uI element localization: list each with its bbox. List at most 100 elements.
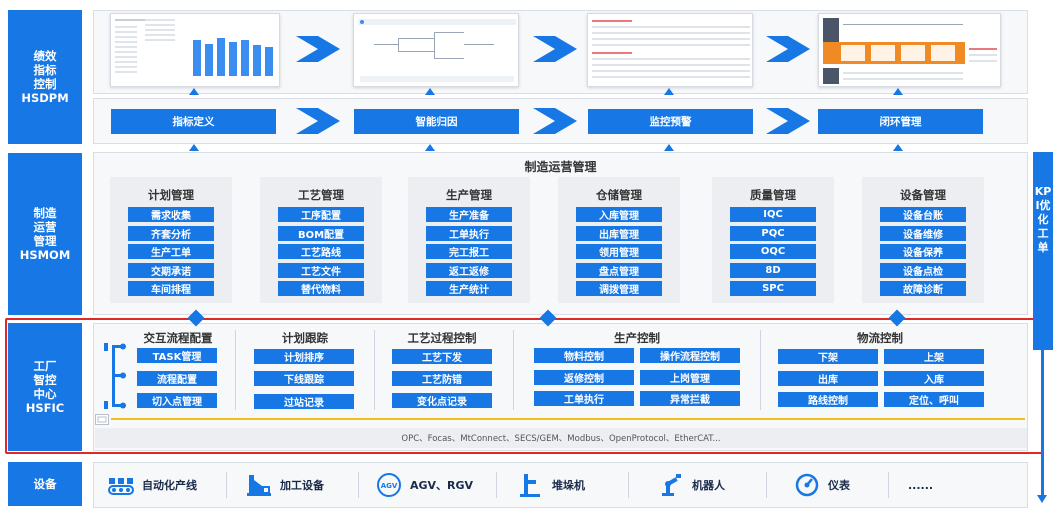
mom-module-item[interactable]: 工艺路线: [278, 244, 364, 259]
mom-module-item[interactable]: 领用管理: [576, 244, 662, 259]
divider: [628, 472, 629, 498]
fic-locate-call[interactable]: 定位、呼叫: [884, 392, 984, 407]
stacker-icon: [520, 474, 540, 497]
agv-icon: AGV: [377, 473, 401, 497]
fic-task-management[interactable]: TASK管理: [137, 348, 217, 363]
device-label: 自动化产线: [142, 479, 197, 492]
device-label: ......: [908, 478, 934, 492]
step-indicator-definition[interactable]: 指标定义: [111, 109, 276, 134]
mom-module-title: 工艺管理: [298, 188, 344, 202]
mom-module-card: 计划管理需求收集齐套分析生产工单交期承诺车间排程: [110, 177, 232, 303]
mom-module-item[interactable]: 入库管理: [576, 207, 662, 222]
divider: [358, 472, 359, 498]
mom-module-item[interactable]: 盘点管理: [576, 262, 662, 278]
fic-work-order-execution[interactable]: 工单执行: [534, 391, 634, 406]
device-robot[interactable]: 机器人: [658, 470, 725, 500]
fic-exception-interception[interactable]: 异常拦截: [640, 391, 740, 406]
protocol-bar: OPC、Focas、MtConnect、SECS/GEM、Modbus、Open…: [95, 428, 1027, 448]
mom-module-item[interactable]: 生产工单: [128, 244, 214, 259]
step-monitoring-alert[interactable]: 监控预警: [588, 109, 753, 134]
thumbnail-closed-loop: [818, 13, 1001, 87]
mom-module-item[interactable]: IQC: [730, 207, 816, 222]
device-label: 堆垛机: [552, 479, 585, 492]
mom-module-title: 生产管理: [446, 188, 492, 202]
mom-module-item[interactable]: 完工报工: [426, 244, 512, 259]
device-label: AGV、RGV: [410, 479, 474, 492]
fic-inbound[interactable]: 入库: [884, 371, 984, 386]
mom-module-item[interactable]: 设备台账: [880, 207, 966, 222]
up-arrow-icon: [664, 144, 674, 151]
mom-module-item[interactable]: 调拨管理: [576, 281, 662, 296]
mom-module-item[interactable]: 交期承诺: [128, 262, 214, 278]
device-instrument[interactable]: 仪表: [794, 470, 850, 500]
up-arrow-icon: [893, 144, 903, 151]
kpi-label: KPI优化工单: [1034, 185, 1052, 254]
mom-module-title: 质量管理: [750, 188, 796, 202]
device-more[interactable]: ......: [908, 470, 933, 500]
machining-icon: [247, 475, 271, 496]
mom-module-item[interactable]: 生产准备: [426, 207, 512, 222]
fic-unshelve[interactable]: 下架: [778, 349, 878, 364]
mom-module-item[interactable]: 生产统计: [426, 281, 512, 296]
fic-operation-flow-control[interactable]: 操作流程控制: [640, 348, 740, 363]
fic-tracking-title: 计划跟踪: [282, 331, 328, 345]
chevron-arrow-icon: [533, 36, 577, 62]
divider: [888, 472, 889, 498]
fic-plan-sequence[interactable]: 计划排序: [254, 349, 354, 364]
devices-panel: [93, 462, 1028, 508]
mom-module-item[interactable]: 设备点检: [880, 262, 966, 278]
fic-station-record[interactable]: 过站记录: [254, 394, 354, 409]
mom-module-item[interactable]: 出库管理: [576, 225, 662, 241]
fic-entry-point-management[interactable]: 切入点管理: [137, 393, 217, 408]
mom-module-item[interactable]: 替代物料: [278, 281, 364, 296]
fic-interaction-title: 交互流程配置: [143, 331, 213, 345]
down-arrow-icon: [1037, 495, 1047, 503]
mom-module-item[interactable]: 返工返修: [426, 262, 512, 278]
mom-module-item[interactable]: PQC: [730, 225, 816, 241]
layer-label-hsdpm: 绩效 指标 控制 HSDPM: [8, 10, 82, 144]
device-agv[interactable]: AGV AGV、RGV: [376, 470, 473, 500]
fic-process-title: 工艺过程控制: [407, 331, 477, 345]
divider: [235, 330, 236, 410]
mom-module-item[interactable]: 故障诊断: [880, 281, 966, 296]
fic-process-dispatch[interactable]: 工艺下发: [392, 349, 492, 364]
fic-rework-control[interactable]: 返修控制: [534, 370, 634, 385]
divider: [226, 472, 227, 498]
chevron-arrow-icon: [766, 108, 810, 134]
fic-route-control[interactable]: 路线控制: [778, 392, 878, 407]
step-closed-loop[interactable]: 闭环管理: [818, 109, 983, 134]
mom-module-item[interactable]: 工单执行: [426, 225, 512, 241]
svg-text:AGV: AGV: [381, 482, 398, 490]
device-machining[interactable]: 加工设备: [246, 470, 324, 500]
thumbnail-smart-attribution: [353, 13, 519, 87]
mom-title: 制造运营管理: [524, 160, 597, 174]
mom-module-item[interactable]: 需求收集: [128, 207, 214, 222]
gauge-icon: [795, 473, 819, 497]
mom-module-item[interactable]: 设备维修: [880, 225, 966, 241]
device-production-line[interactable]: 自动化产线: [108, 470, 197, 500]
fic-offline-tracking[interactable]: 下线跟踪: [254, 371, 354, 386]
mom-module-item[interactable]: 齐套分析: [128, 225, 214, 241]
fic-process-error-proof[interactable]: 工艺防错: [392, 371, 492, 386]
fic-shelve[interactable]: 上架: [884, 349, 984, 364]
mom-module-item[interactable]: 车间排程: [128, 281, 214, 296]
fic-outbound[interactable]: 出库: [778, 371, 878, 386]
device-label: 机器人: [692, 479, 725, 492]
step-smart-attribution[interactable]: 智能归因: [354, 109, 519, 134]
fic-material-control[interactable]: 物料控制: [534, 348, 634, 363]
mom-module-item[interactable]: 工艺文件: [278, 262, 364, 278]
mom-module-card: 工艺管理工序配置 BOM配置工艺路线工艺文件替代物料: [260, 177, 382, 303]
fic-onboard-management[interactable]: 上岗管理: [640, 370, 740, 385]
device-stacker[interactable]: 堆垛机: [518, 470, 585, 500]
mom-module-item[interactable]: 8D: [730, 262, 816, 278]
flow-tree-icon: [104, 343, 126, 409]
fic-flow-config[interactable]: 流程配置: [137, 371, 217, 386]
robot-arm-icon: [662, 474, 681, 496]
mom-module-item[interactable]: BOM配置: [278, 225, 364, 241]
mom-module-item[interactable]: OQC: [730, 244, 816, 259]
mom-module-item[interactable]: 设备保养: [880, 244, 966, 259]
mom-module-card: 生产管理生产准备工单执行完工报工返工返修生产统计: [408, 177, 530, 303]
mom-module-item[interactable]: SPC: [730, 281, 816, 296]
fic-change-point-record[interactable]: 变化点记录: [392, 393, 492, 408]
mom-module-item[interactable]: 工序配置: [278, 207, 364, 222]
